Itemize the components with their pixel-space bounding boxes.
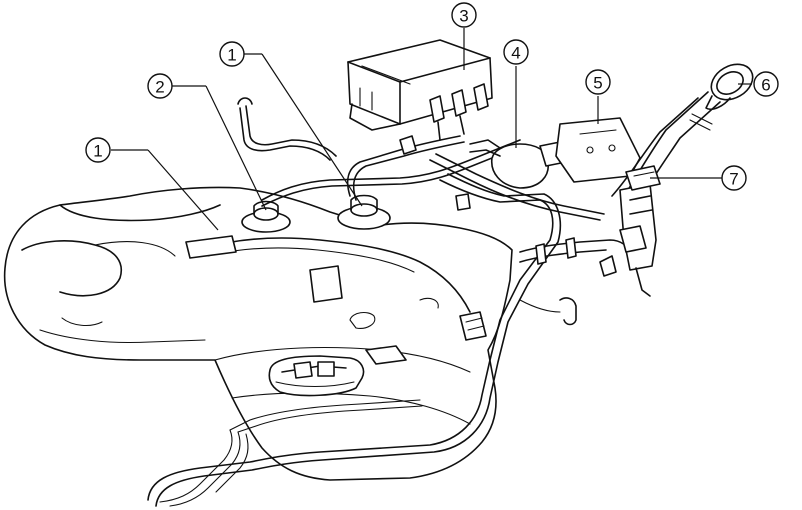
callout-1-top: 1: [219, 41, 245, 67]
callout-4: 4: [503, 39, 529, 65]
charcoal-canister: [347, 39, 493, 141]
callout-label: 3: [459, 7, 468, 26]
callout-2: 2: [147, 73, 173, 99]
fuel-lines: [147, 97, 633, 507]
callout-label: 5: [593, 74, 602, 93]
callout-label: 7: [729, 170, 738, 189]
fuel-pump-module: [268, 355, 365, 397]
callout-label: 1: [93, 142, 102, 161]
callout-5: 5: [585, 69, 611, 95]
callout-1-left: 1: [85, 137, 111, 163]
callout-6: 6: [753, 71, 779, 97]
hose-clamp: [459, 311, 487, 341]
callout-label: 6: [761, 76, 770, 95]
filler-pipe: [555, 63, 754, 297]
evap-valve: [469, 139, 599, 189]
callout-label: 2: [155, 78, 164, 97]
callout-label: 4: [511, 44, 520, 63]
callout-3: 3: [451, 2, 477, 28]
fuel-pump-unit-port: [241, 200, 291, 233]
callout-label: 1: [227, 46, 236, 65]
leader-lines: [111, 28, 752, 231]
fuel-tank: [3, 186, 513, 481]
fuel-gauge-sender-port: [337, 194, 391, 230]
callout-7: 7: [721, 165, 747, 191]
